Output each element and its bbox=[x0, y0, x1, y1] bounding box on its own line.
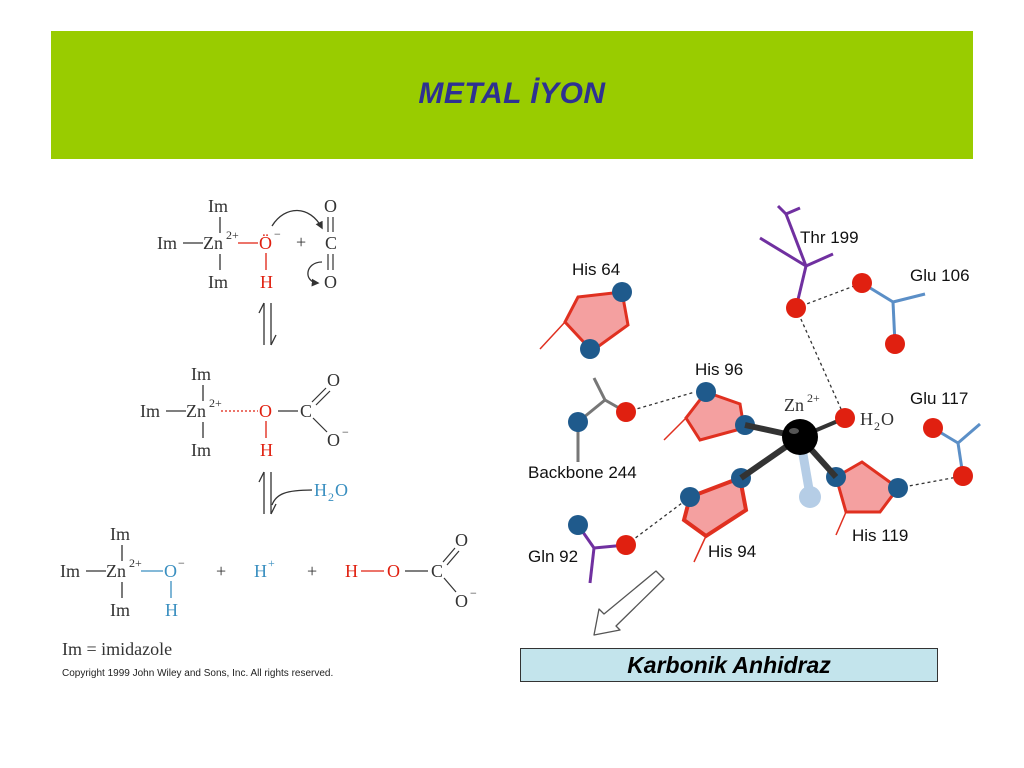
im-bottom-1: Im bbox=[208, 272, 228, 292]
o-top-2: O bbox=[327, 370, 340, 390]
label-zn-charge: 2+ bbox=[807, 391, 820, 405]
h-2: H bbox=[260, 440, 273, 460]
oh-o-3: O bbox=[164, 561, 177, 581]
glu117-residue bbox=[923, 418, 981, 486]
label-his64: His 64 bbox=[572, 260, 620, 279]
bicarb-c: C bbox=[431, 561, 443, 581]
im-bottom-2: Im bbox=[191, 440, 211, 460]
o-dot-1: Ö bbox=[259, 233, 272, 253]
bicarb-o-top: O bbox=[455, 530, 468, 550]
o-minus-2: − bbox=[342, 425, 349, 439]
backbone244-residue bbox=[568, 377, 636, 462]
his94-residue bbox=[680, 468, 751, 563]
o-2: O bbox=[259, 401, 272, 421]
thr199-residue bbox=[759, 204, 834, 309]
legend-imidazole: Im = imidazole bbox=[62, 639, 172, 659]
caption-box: Karbonik Anhidraz bbox=[520, 648, 938, 682]
equilibrium-arrow-1 bbox=[258, 302, 277, 346]
glu106-residue bbox=[852, 273, 926, 354]
copyright-notice: Copyright 1999 John Wiley and Sons, Inc.… bbox=[62, 668, 333, 679]
label-his94: His 94 bbox=[708, 542, 756, 561]
zn-1: Zn bbox=[203, 233, 223, 253]
im-left-1: Im bbox=[157, 233, 177, 253]
curved-arrow-shift bbox=[307, 261, 323, 287]
gln92-residue bbox=[568, 515, 636, 584]
im-top-2: Im bbox=[191, 364, 211, 384]
proton-h: H bbox=[254, 561, 267, 581]
im-bottom-3: Im bbox=[110, 600, 130, 620]
zn-charge-1: 2+ bbox=[226, 228, 239, 242]
label-his96: His 96 bbox=[695, 360, 743, 379]
bicarb-h: H bbox=[345, 561, 358, 581]
plus-1: + bbox=[296, 232, 306, 252]
label-backbone244: Backbone 244 bbox=[528, 463, 637, 482]
his96-residue bbox=[663, 382, 755, 442]
hydrogen-bonds bbox=[625, 282, 964, 546]
zn-charge-2: 2+ bbox=[209, 396, 222, 410]
label-thr199: Thr 199 bbox=[800, 228, 859, 247]
proton-plus: + bbox=[268, 556, 275, 570]
plus-3a: + bbox=[216, 561, 226, 581]
title-bar: METAL İYON bbox=[51, 31, 973, 159]
zn-charge-3: 2+ bbox=[129, 556, 142, 570]
co2-o-top: O bbox=[324, 196, 337, 216]
label-glu117: Glu 117 bbox=[910, 389, 968, 408]
bicarb-o: O bbox=[387, 561, 400, 581]
water-2: 2 bbox=[328, 490, 334, 504]
h-1: H bbox=[260, 272, 273, 292]
mechanism-step-2: Im Im Zn 2+ O H C O O − Im bbox=[140, 364, 349, 460]
co2-o-bottom: O bbox=[324, 272, 337, 292]
bicarb-o-bottom: O bbox=[455, 591, 468, 611]
mechanism-step-1: Im Im Zn 2+ Ö − H Im + O C O bbox=[157, 196, 337, 292]
o-minus-1: − bbox=[274, 227, 281, 241]
label-gln92: Gln 92 bbox=[528, 547, 578, 566]
mechanism-step-3: Im Im Zn 2+ O − H Im + H + + H O C O O − bbox=[60, 524, 477, 620]
plus-3b: + bbox=[307, 561, 317, 581]
label-his119: His 119 bbox=[852, 526, 908, 545]
his119-residue bbox=[826, 460, 908, 536]
oh-h-3: H bbox=[165, 600, 178, 620]
im-left-3: Im bbox=[60, 561, 80, 581]
label-glu106: Glu 106 bbox=[910, 266, 970, 285]
water-o: O bbox=[335, 480, 348, 500]
outline-arrow bbox=[593, 570, 665, 636]
co2-c: C bbox=[325, 233, 337, 253]
zn-2: Zn bbox=[186, 401, 206, 421]
zn-3: Zn bbox=[106, 561, 126, 581]
label-h2o-h: H bbox=[860, 409, 873, 429]
curved-arrow-attack bbox=[271, 209, 323, 230]
bicarb-minus: − bbox=[470, 586, 477, 600]
im-top-1: Im bbox=[208, 196, 228, 216]
im-top-3: Im bbox=[110, 524, 130, 544]
equilibrium-arrow-2 bbox=[258, 471, 313, 515]
his64-residue bbox=[539, 282, 632, 359]
oh-minus-3: − bbox=[178, 556, 185, 570]
thr199-oxygen bbox=[786, 298, 806, 318]
slide-title: METAL İYON bbox=[418, 77, 606, 110]
label-h2o-o: O bbox=[881, 409, 894, 429]
label-zn: Zn bbox=[784, 395, 804, 415]
water-h: H bbox=[314, 480, 327, 500]
im-left-2: Im bbox=[140, 401, 160, 421]
o-bottom-2: O bbox=[327, 430, 340, 450]
label-h2o-2: 2 bbox=[874, 419, 880, 433]
zinc-center bbox=[739, 408, 855, 508]
c-2: C bbox=[300, 401, 312, 421]
